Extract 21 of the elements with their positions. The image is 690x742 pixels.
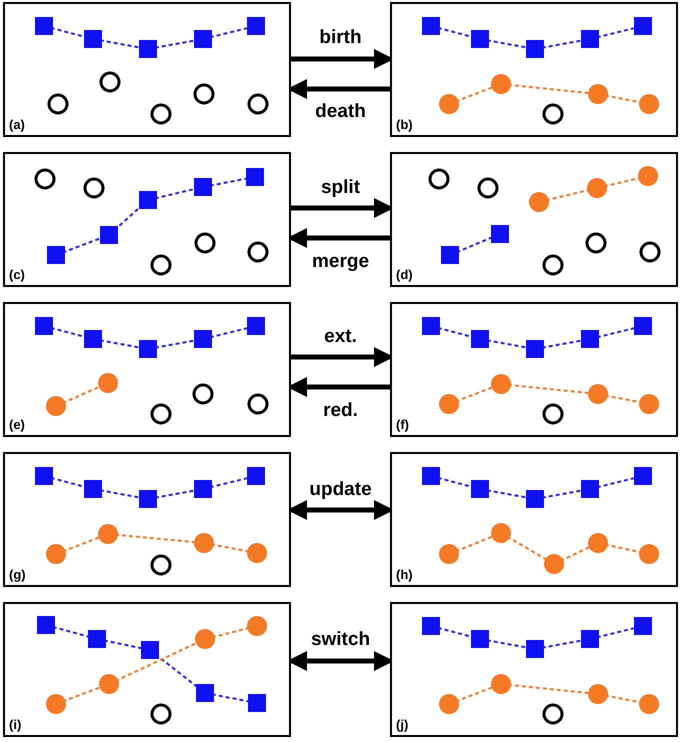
panel-label: (f) (396, 417, 409, 432)
panel-label: (i) (9, 717, 22, 732)
panel-label: (e) (9, 417, 25, 432)
panel-label: (d) (396, 267, 413, 282)
panel-frame (390, 152, 678, 287)
edge-label: split (318, 177, 362, 199)
panel-frame (3, 302, 291, 437)
panel-frame (3, 2, 291, 137)
panel-frame (3, 602, 291, 737)
panel-frame (390, 2, 678, 137)
panel-frame (3, 152, 291, 287)
panel-label: (h) (396, 567, 413, 582)
panel-label: (j) (396, 717, 408, 732)
panel-label: (a) (9, 117, 25, 132)
panel-frame (390, 452, 678, 587)
panel-frame (3, 452, 291, 587)
panel-label: (c) (9, 267, 25, 282)
panel-frame (390, 602, 678, 737)
panel-label: (b) (396, 117, 413, 132)
panel-frame (390, 302, 678, 437)
panel-label: (g) (9, 567, 26, 582)
